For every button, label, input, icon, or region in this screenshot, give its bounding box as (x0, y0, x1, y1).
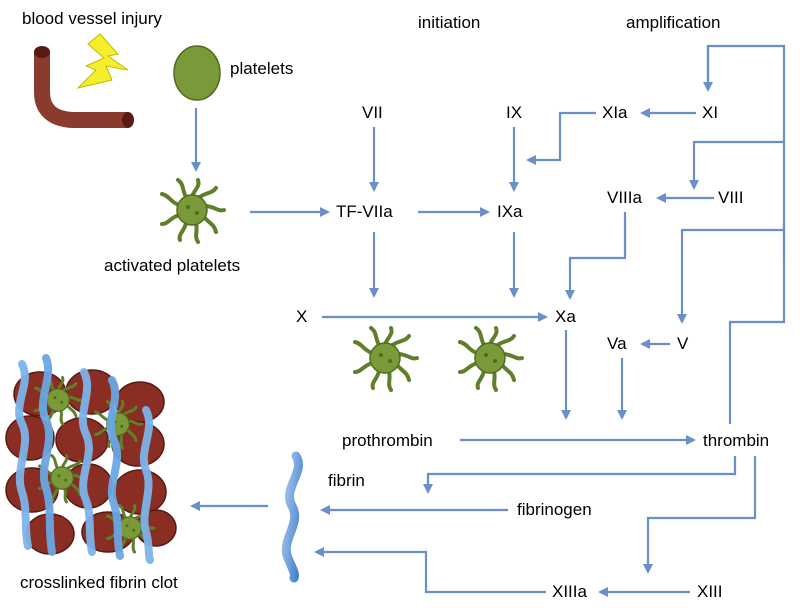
platelet-icon (173, 45, 221, 101)
factor-vii-label: VII (362, 103, 383, 122)
feedback-line-thrombin (706, 44, 786, 424)
thrombin-label: thrombin (703, 431, 769, 450)
arrows (190, 44, 786, 597)
factor-xiiia-label: XIIIa (552, 582, 588, 601)
activated-platelets-label: activated platelets (104, 256, 240, 275)
factor-ixa-label: IXa (497, 202, 523, 221)
factor-v-label: V (677, 334, 689, 353)
fibrinogen-label: fibrinogen (517, 500, 592, 519)
arrow-feedback-to-v (677, 228, 784, 324)
factor-x-label: X (296, 307, 307, 326)
arrow-thrombin-to-fibrin (423, 456, 737, 494)
factor-viii-label: VIII (718, 188, 744, 207)
arrow-thrombin-to-xiii (643, 456, 757, 574)
prothrombin-label: prothrombin (342, 431, 433, 450)
blood-vessel-icon (34, 46, 134, 128)
activated-platelet-icon-3 (458, 326, 524, 392)
tf-viia-label: TF-VIIa (336, 202, 393, 221)
factor-xa-label: Xa (555, 307, 576, 326)
activated-platelet-icon (160, 178, 226, 244)
fibrin-label: fibrin (328, 471, 365, 490)
fibrin-strand-icon (281, 451, 303, 583)
amplification-header: amplification (626, 13, 721, 32)
factor-viiia-label: VIIIa (607, 188, 643, 207)
lightning-icon (76, 33, 129, 89)
factor-ix-label: IX (506, 103, 522, 122)
activated-platelet-icon-2 (353, 326, 419, 392)
factor-xi-label: XI (702, 103, 718, 122)
fibrin-clot-icon (5, 354, 177, 564)
factor-va-label: Va (607, 334, 627, 353)
arrow-feedback-to-viii (689, 140, 784, 190)
clot-label: crosslinked fibrin clot (20, 573, 178, 592)
arrow-viiia-to-xa (565, 212, 627, 300)
injury-header: blood vessel injury (22, 9, 162, 28)
arrow-xia-to-ixa (526, 111, 596, 165)
factor-xia-label: XIa (602, 103, 628, 122)
platelets-label: platelets (230, 59, 293, 78)
initiation-header: initiation (418, 13, 480, 32)
arrow-xiiia-to-fibrin (314, 547, 546, 594)
factor-xiii-label: XIII (697, 582, 723, 601)
